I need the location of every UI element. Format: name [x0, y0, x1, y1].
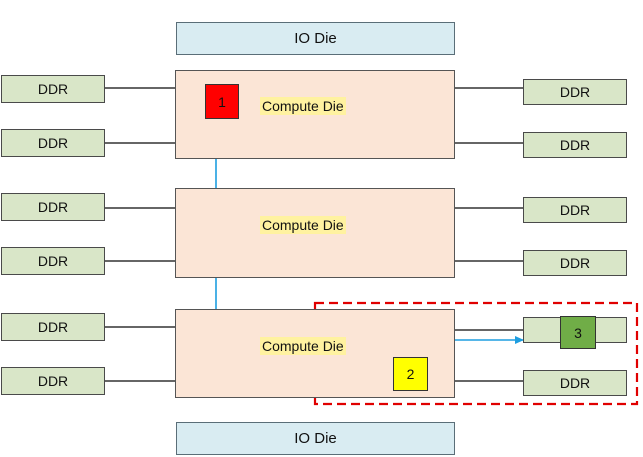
ddr-left-6: DDR — [1, 367, 105, 395]
ddr-left-4: DDR — [1, 247, 105, 275]
ddr-right-6: DDR — [523, 370, 627, 396]
ddr-label: DDR — [37, 81, 69, 97]
ddr-label: DDR — [559, 202, 591, 218]
io-die-label: IO Die — [294, 30, 337, 47]
ddr-label: DDR — [559, 255, 591, 271]
ddr-label: DDR — [37, 373, 69, 389]
ddr-left-3: DDR — [1, 193, 105, 221]
io-die-top: IO Die — [176, 22, 455, 55]
ddr-right-4: DDR — [523, 250, 627, 276]
ddr-label: DDR — [37, 319, 69, 335]
dashed-highlight-region — [313, 301, 639, 406]
ddr-label: DDR — [559, 137, 591, 153]
ddr-left-1: DDR — [1, 75, 105, 103]
ddr-label: DDR — [37, 253, 69, 269]
marker-3-number: 3 — [574, 324, 582, 341]
compute-die-1-label: Compute Die — [260, 97, 346, 115]
ddr-connection-lines — [105, 87, 523, 382]
ddr-left-2: DDR — [1, 129, 105, 157]
marker-2-number: 2 — [406, 366, 415, 382]
ddr-right-3: DDR — [523, 197, 627, 223]
ddr-left-5: DDR — [1, 313, 105, 341]
marker-1: 1 — [205, 84, 239, 119]
marker-3: 3 — [560, 316, 596, 349]
marker-1-number: 1 — [218, 93, 226, 110]
ddr-right-1: DDR — [523, 79, 627, 105]
io-die-bottom: IO Die — [176, 422, 455, 455]
marker-2: 2 — [393, 357, 428, 391]
ddr-label: DDR — [37, 135, 69, 151]
ddr-label: DDR — [37, 199, 69, 215]
io-die-label: IO Die — [294, 430, 337, 447]
ddr-label: DDR — [559, 84, 591, 100]
ddr-right-2: DDR — [523, 132, 627, 158]
ddr-label: DDR — [559, 375, 591, 391]
compute-die-2-label: Compute Die — [260, 216, 346, 234]
compute-die-3-label: Compute Die — [260, 337, 346, 355]
